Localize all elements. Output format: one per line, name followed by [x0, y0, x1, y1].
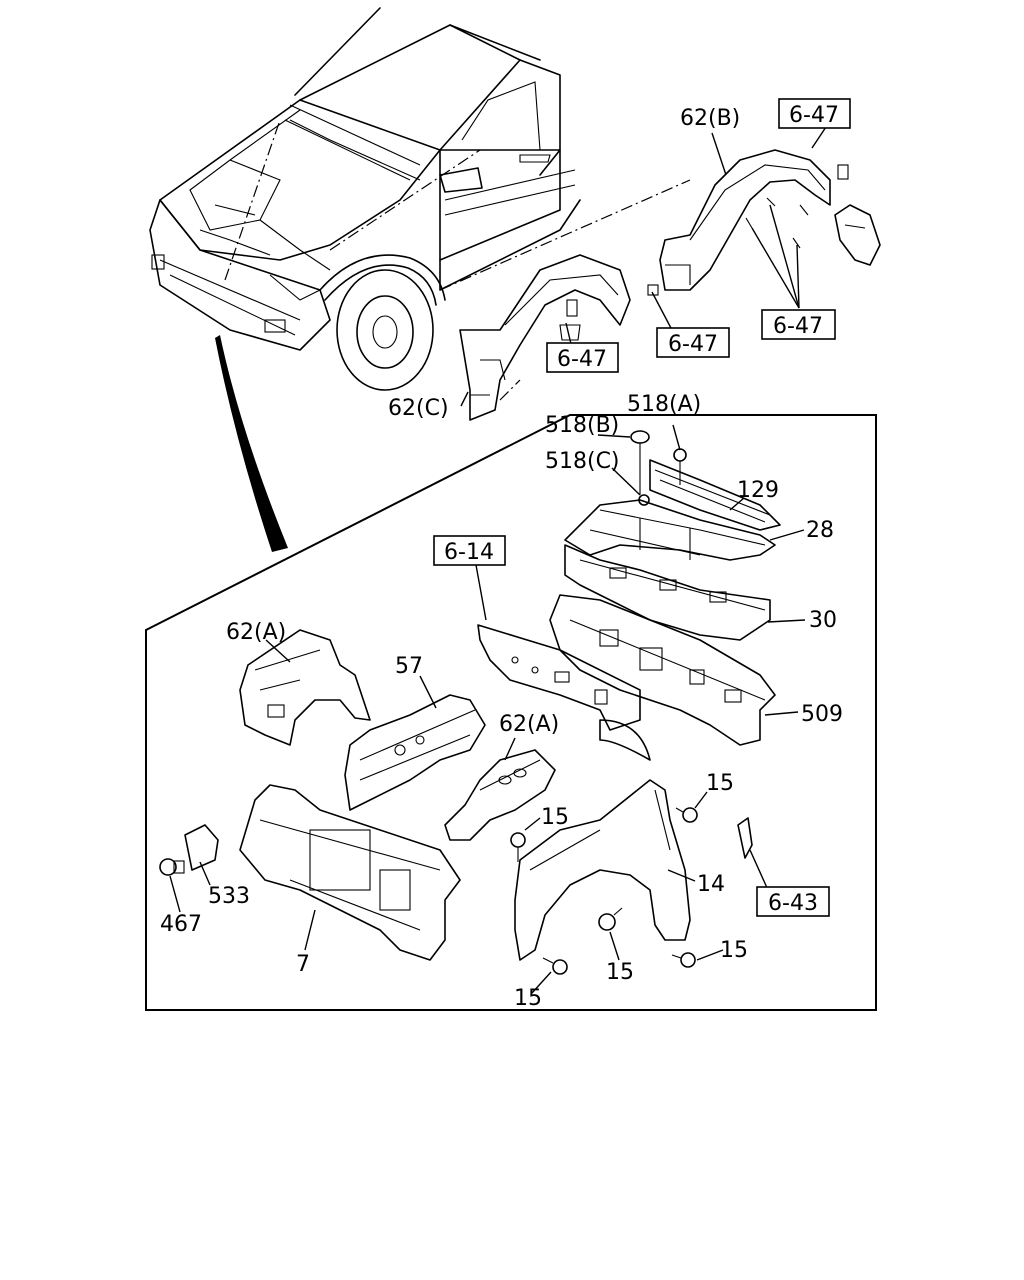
- part-label-14: 14: [697, 872, 725, 897]
- ref-box-6-47-topright[interactable]: 6-47: [778, 98, 851, 129]
- part-label-533: 533: [208, 884, 250, 909]
- part-label-57: 57: [395, 654, 423, 679]
- fender-14: [514, 779, 691, 961]
- part-label-62B: 62(B): [680, 106, 740, 131]
- part-label-129: 129: [737, 478, 779, 503]
- ref-label: 6-47: [789, 103, 839, 128]
- bolts-15: [510, 807, 698, 975]
- ref-label: 6-47: [668, 332, 718, 357]
- bolt-icon: [510, 832, 526, 862]
- part-label-28: 28: [806, 518, 834, 543]
- bracket-643: [737, 817, 753, 859]
- ref-label: 6-43: [768, 891, 818, 916]
- apron-62A-mid: [444, 749, 556, 841]
- ref-label: 6-47: [557, 347, 607, 372]
- part-label-518C: 518(C): [545, 449, 620, 474]
- part-label-7: 7: [296, 952, 310, 977]
- ref-box-6-47-mid[interactable]: 6-47: [656, 327, 730, 358]
- ref-box-6-14[interactable]: 6-14: [433, 535, 506, 566]
- dash-509: [549, 594, 776, 746]
- radiator-support-7: [239, 784, 461, 961]
- part-label-518B: 518(B): [545, 413, 619, 438]
- vehicle-overview: [149, 7, 691, 401]
- part-label-518A: 518(A): [627, 392, 701, 417]
- part-label-62A-mid: 62(A): [499, 712, 559, 737]
- part-label-15: 15: [720, 938, 748, 963]
- ref-label: 6-47: [773, 314, 823, 339]
- liner-62C: [459, 254, 631, 421]
- part-label-509: 509: [801, 702, 843, 727]
- bolt-icon: [675, 807, 698, 823]
- dash-30: [564, 544, 771, 641]
- ref-box-6-47-right[interactable]: 6-47: [761, 309, 836, 340]
- clips-518: [630, 430, 687, 506]
- seal-129: [649, 459, 781, 531]
- bolt-icon: [671, 952, 696, 968]
- part-label-15: 15: [706, 771, 734, 796]
- ref-label: 6-14: [444, 540, 494, 565]
- detail-frame: [145, 414, 877, 1011]
- bolt-icon: [542, 957, 568, 975]
- part-label-15: 15: [541, 805, 569, 830]
- cowl-28: [564, 499, 776, 561]
- part-label-467: 467: [160, 912, 202, 937]
- callout-wedge: [215, 335, 288, 552]
- dash-insulator: [477, 624, 651, 761]
- bracket-533: [184, 824, 219, 871]
- part-label-30: 30: [809, 608, 837, 633]
- bolt-icon: [598, 907, 623, 931]
- ref-box-6-43[interactable]: 6-43: [756, 886, 830, 917]
- part-label-62A-top: 62(A): [226, 620, 286, 645]
- part-label-62C: 62(C): [388, 396, 449, 421]
- ref-box-6-47-left[interactable]: 6-47: [546, 342, 619, 373]
- apron-62A-left: [239, 629, 371, 746]
- part-label-15: 15: [606, 960, 634, 985]
- liner-62B: [647, 149, 881, 296]
- part-label-15: 15: [514, 986, 542, 1011]
- panel-57: [344, 694, 486, 811]
- bolt-467: [159, 858, 185, 876]
